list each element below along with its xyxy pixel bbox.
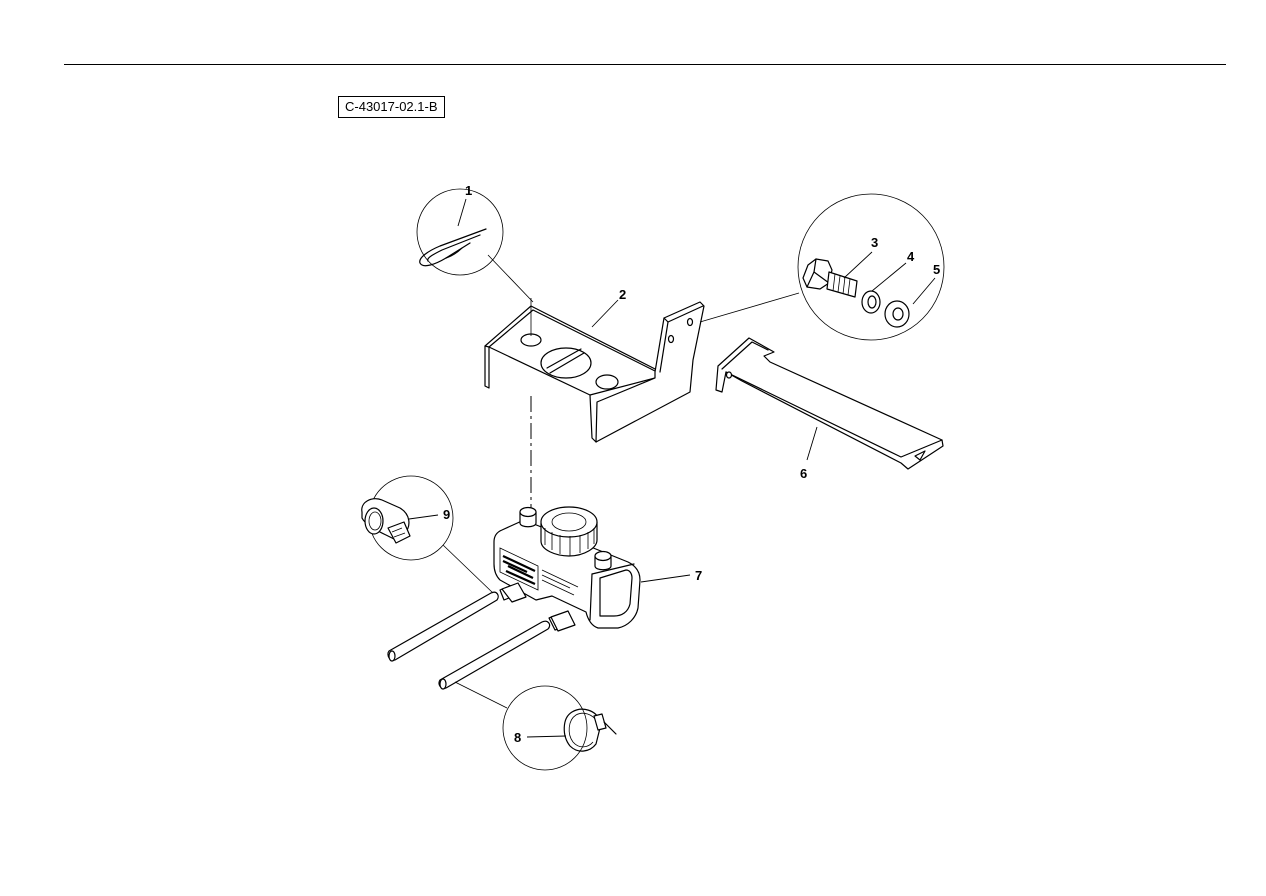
leader-2 (591, 299, 619, 328)
leader-9 (408, 514, 439, 520)
figure-id-label: C-43017-02.1-B (338, 96, 445, 118)
detail-circle-hairpin (416, 188, 504, 276)
fluid-reservoir (493, 506, 641, 632)
callout-5: 5 (933, 262, 940, 277)
callout-2: 2 (619, 287, 626, 302)
leader-5 (912, 277, 936, 305)
detail-circle-cable-tie (454, 681, 617, 771)
hoses (387, 591, 551, 690)
callout-4: 4 (907, 249, 915, 264)
leader-1 (457, 198, 467, 227)
callout-3: 3 (871, 235, 878, 250)
header-rule (64, 64, 1226, 65)
leader-8 (526, 735, 567, 738)
mounting-bracket (484, 301, 705, 443)
support-strap (715, 337, 944, 470)
leader-6 (806, 426, 818, 461)
leader-4 (871, 262, 907, 292)
callout-1: 1 (465, 183, 472, 198)
detail-circle-fasteners (699, 193, 945, 341)
callout-7: 7 (695, 568, 702, 583)
callout-9: 9 (443, 507, 450, 522)
leader-7 (640, 574, 691, 583)
leader-3 (843, 251, 873, 279)
detail-link-1 (487, 254, 534, 303)
callout-6: 6 (800, 466, 807, 481)
detail-circle-hose-clamp (361, 475, 494, 594)
callout-8: 8 (514, 730, 521, 745)
